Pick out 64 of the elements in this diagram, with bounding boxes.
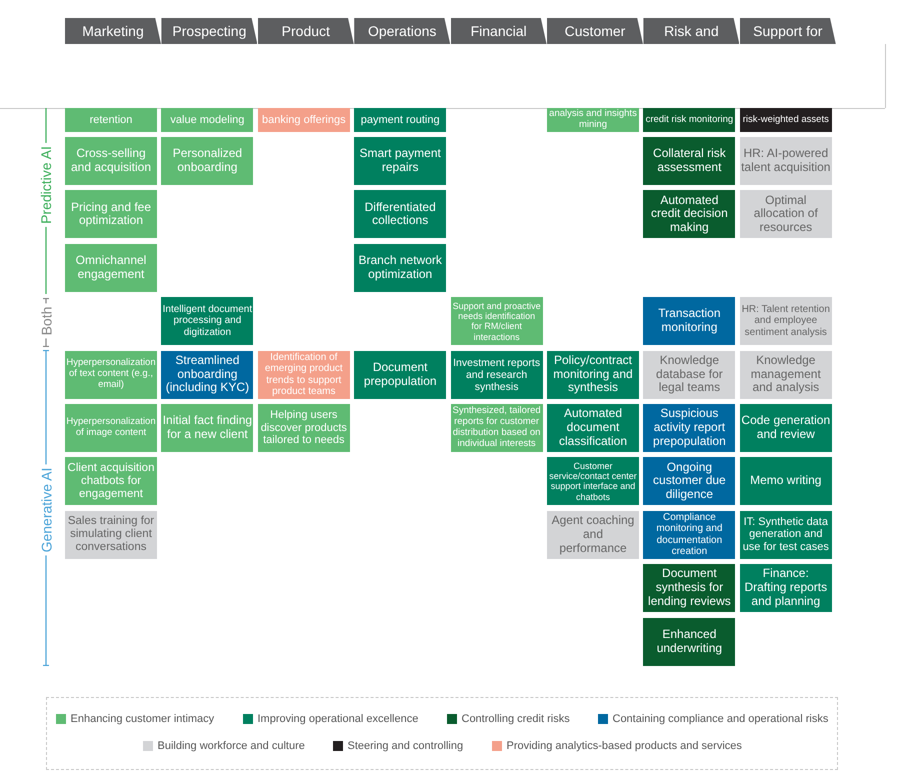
use-case-tile: Branch network optimization: [354, 244, 446, 292]
use-case-tile: risk-weighted assets: [740, 108, 832, 132]
use-case-tile: IT: Synthetic data generation and use for test cases: [740, 510, 832, 559]
column-header-tab: Support for: [740, 18, 836, 44]
use-case-tile: Support and proactive needs identification for RM/client interactions: [450, 297, 543, 346]
use-case-tile: Ongoing customer due diligence: [643, 457, 736, 506]
use-case-tile: payment routing: [354, 108, 446, 132]
legend-text: Providing analytics-based products and services: [506, 740, 742, 752]
column-header-tab: Customer: [547, 18, 643, 44]
legend-text: Controlling credit risks: [462, 713, 570, 725]
use-case-tile: Intelligent document processing and digitization: [161, 297, 254, 346]
use-case-tile: Finance: Drafting reports and planning: [740, 564, 832, 612]
axis-label: Predictive AI: [38, 143, 54, 227]
use-case-tile: Synthesized, tailored reports for customer distribution based on individual interests: [450, 404, 543, 452]
use-case-tile: Code generation and review: [740, 404, 832, 452]
use-case-tile: Differentiated collections: [354, 190, 446, 238]
use-case-tile: Client acquisition chatbots for engagement: [65, 457, 157, 506]
use-case-tile: Investment reports and research synthesis: [450, 350, 543, 399]
use-case-tile: Streamlined onboarding (including KYC): [161, 350, 254, 399]
use-case-tile: Automated credit decision making: [643, 190, 736, 238]
use-case-tile: Suspicious activity report prepopulation: [643, 404, 736, 452]
use-case-tile: Smart payment repairs: [354, 137, 446, 185]
use-case-tile: value modeling: [161, 108, 254, 132]
legend-text: Enhancing customer intimacy: [70, 713, 214, 725]
use-case-tile: Agent coaching and performance: [547, 510, 639, 559]
use-case-tile: Personalized onboarding: [161, 137, 254, 185]
legend-text: Building workforce and culture: [158, 740, 305, 752]
use-case-tile: Customer service/contact center support interface and chatbots: [547, 457, 639, 506]
use-case-tile: Helping users discover products tailored to needs: [258, 404, 350, 452]
use-case-tile: Compliance monitoring and documentation creation: [643, 510, 736, 559]
use-case-tile: analysis and insights mining: [547, 108, 639, 132]
use-case-tile: credit risk monitoring: [643, 108, 736, 132]
use-case-tile: retention: [65, 108, 157, 132]
legend-text: Improving operational excellence: [258, 713, 418, 725]
use-case-tile: Enhanced underwriting: [643, 618, 736, 666]
use-case-tile: Document synthesis for lending reviews: [643, 564, 736, 612]
column-header-tab: Marketing: [65, 18, 161, 44]
use-case-tile: Automated document classification: [547, 404, 639, 452]
use-case-tile: Transaction monitoring: [643, 297, 736, 346]
use-case-tile: Hyperpersonalization of text content (e.g., email): [65, 350, 157, 399]
column-header-tab: Risk and: [643, 18, 740, 44]
legend-text: Containing compliance and operational risks: [612, 713, 828, 725]
use-case-tile: Pricing and fee optimization: [65, 190, 157, 238]
use-case-tile: HR: Talent retention and employee sentiment analysis: [740, 297, 832, 346]
use-case-tile: Optimal allocation of resources: [740, 190, 832, 238]
legend-text: Steering and controlling: [348, 740, 464, 752]
column-header-tab: Prospecting: [161, 18, 258, 44]
use-case-tile: Sales training for simulating client conversations: [65, 510, 157, 559]
use-case-tile: Knowledge database for legal teams: [643, 350, 736, 399]
use-case-tile: Omnichannel engagement: [65, 244, 157, 292]
use-case-tile: Cross-selling and acquisition: [65, 137, 157, 185]
use-case-tile: Identification of emerging product trends to support product teams: [258, 350, 350, 399]
use-case-tile: Initial fact finding for a new client: [161, 404, 254, 452]
use-case-tile: Collateral risk assessment: [643, 137, 736, 185]
use-case-tile: Policy/contract monitoring and synthesis: [547, 350, 639, 399]
use-case-tile: HR: AI-powered talent acquisition: [740, 137, 832, 185]
use-case-tile: Document prepopulation: [354, 350, 446, 399]
use-case-tile: Knowledge management and analysis: [740, 350, 832, 399]
column-header-tab: Operations: [354, 18, 450, 44]
use-case-tile: Hyperpersonalization of image content: [65, 404, 157, 452]
column-header-tab: Product: [258, 18, 354, 44]
use-case-tile: Memo writing: [740, 457, 832, 506]
column-header-tab: Financial: [450, 18, 547, 44]
use-case-tile: banking offerings: [258, 108, 350, 132]
